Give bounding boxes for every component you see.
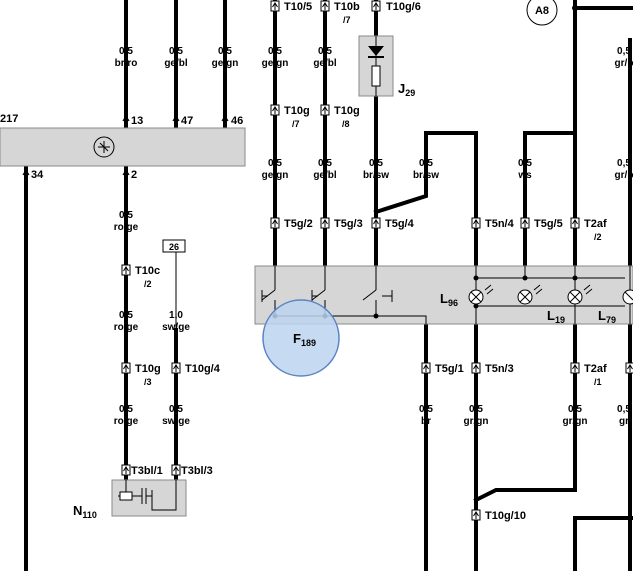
component-j29-label: J29: [398, 81, 415, 98]
wire-label-color: gr: [619, 416, 629, 427]
wire-label-color: br: [421, 416, 431, 427]
lamp-l79-label: L79: [598, 308, 616, 325]
wire-label-gauge: 0,5: [469, 404, 483, 415]
wire-label-gauge: 0,5: [419, 158, 433, 169]
lamp-extra-icon: [517, 284, 543, 305]
wire-label-color: br/sw: [363, 170, 389, 181]
connector-t5g-3: T5g/3: [334, 218, 363, 230]
connector-t2af-2: T2af/2: [584, 218, 607, 242]
terminal-box-26-label: 26: [169, 242, 179, 252]
wire-label-gauge: 0,5: [169, 46, 183, 57]
wire-label-gauge: 0,5: [268, 158, 282, 169]
wire-label-color: sw/ge: [162, 416, 190, 427]
connector-t5g-1: T5g/1: [435, 363, 464, 375]
component-a8: [526, 0, 558, 26]
lamp-l79-icon: [622, 289, 633, 305]
solenoid-icon: [118, 480, 177, 511]
control-unit-j217: [0, 127, 246, 167]
wire-label-gauge: 0,5: [119, 404, 133, 415]
wire-label-color: gr/gn: [464, 416, 489, 427]
connector-t10b-7: T10b/7: [334, 1, 360, 25]
pin-34: 34: [31, 169, 44, 181]
lamp-l96-icon: [468, 284, 494, 305]
wire-label-color: gr/gn: [563, 416, 588, 427]
connector-t5n-4: T5n/4: [485, 218, 515, 230]
lamp-l19-icon: [567, 284, 593, 305]
control-unit-symbol-icon: [93, 136, 115, 158]
connector-t10g-4: T10g/4: [185, 363, 221, 375]
wire-label-color: ws: [517, 170, 532, 181]
wire-label-color: sw/ge: [162, 322, 190, 333]
wire-label-color: gr/b: [615, 170, 633, 181]
wire-label-gauge: 0,5: [119, 310, 133, 321]
connector-t10g-10: T10g/10: [485, 510, 526, 522]
wire-label-color: ro/ge: [114, 222, 139, 233]
highlight-circle-f189[interactable]: [262, 299, 340, 377]
connector-t5g-5: T5g/5: [534, 218, 563, 230]
connector-t3bl-1: T3bl/1: [131, 465, 163, 477]
wire-label-gauge: 0,5: [268, 46, 282, 57]
wire-label-color: ge/gn: [212, 58, 239, 69]
lamp-l19-label: L19: [547, 308, 565, 325]
connector-t10-5: T10/5: [284, 1, 312, 13]
component-f189-label: F189: [293, 331, 316, 348]
wire-label-color: ge/gn: [262, 170, 289, 181]
connector-t10g-6: T10g/6: [386, 1, 421, 13]
wire-label-color: ro/ge: [114, 322, 139, 333]
resistor-icon: [371, 65, 381, 87]
wire-label-color: ge/bl: [313, 58, 337, 69]
wire-label-gauge: 0,5: [568, 404, 582, 415]
connector-t10g-3: T10g/3: [135, 363, 161, 387]
connector-t5g-2: T5g/2: [284, 218, 313, 230]
component-a8-label: A8: [535, 5, 549, 17]
wire-label-gauge: 0,5: [617, 46, 631, 57]
diode-icon: [368, 46, 384, 56]
wire-label-color: br/sw: [413, 170, 439, 181]
junction-dot: [572, 5, 578, 11]
control-unit-j217-label: 217: [0, 113, 18, 125]
connector-t3bl-3: T3bl/3: [181, 465, 213, 477]
control-unit-symbol-cross: [98, 141, 110, 153]
connector-t2af-1: T2af/1: [584, 363, 607, 387]
pin-13: 13: [131, 115, 143, 127]
connector-t5g-4: T5g/4: [385, 218, 415, 230]
pin-47: 47: [181, 115, 193, 127]
pin-2: 2: [131, 169, 137, 181]
wire-label-color: gr/b: [615, 58, 633, 69]
connector-t10c-2: T10c/2: [135, 265, 160, 289]
wire-label-color: ro/ge: [114, 416, 139, 427]
wire-label-gauge: 1,0: [169, 310, 183, 321]
component-n110-label: N110: [73, 503, 97, 520]
pin-46: 46: [231, 115, 243, 127]
wire-label-gauge: 0,5: [119, 210, 133, 221]
connector-t10g-7: T10g/7: [284, 105, 310, 129]
connector-t10g-8: T10g/8: [334, 105, 360, 129]
lamp-l96-label: L96: [440, 291, 458, 308]
wire-labels: 0,5br/ro0,5ge/bl0,5ge/gn0,5ge/gn0,5ge/bl…: [114, 46, 633, 427]
wire-label-color: br/ro: [115, 58, 138, 69]
wire-label-gauge: 0,5: [419, 404, 433, 415]
wire-label-gauge: 0,5: [318, 46, 332, 57]
wire-label-color: ge/gn: [262, 58, 289, 69]
terminal-box-26: [162, 239, 186, 253]
wire-label-color: ge/bl: [164, 58, 188, 69]
wire-label-gauge: 0,5: [617, 404, 631, 415]
wire-label-gauge: 0,5: [169, 404, 183, 415]
wire-label-gauge: 0,5: [119, 46, 133, 57]
connector-t5n-3: T5n/3: [485, 363, 514, 375]
wire-label-gauge: 0,5: [318, 158, 332, 169]
wire-label-gauge: 0,5: [218, 46, 232, 57]
wire-label-gauge: 0,5: [617, 158, 631, 169]
wire-label-color: ge/bl: [313, 170, 337, 181]
wire-label-gauge: 0,5: [518, 158, 532, 169]
wire-label-gauge: 0,5: [369, 158, 383, 169]
